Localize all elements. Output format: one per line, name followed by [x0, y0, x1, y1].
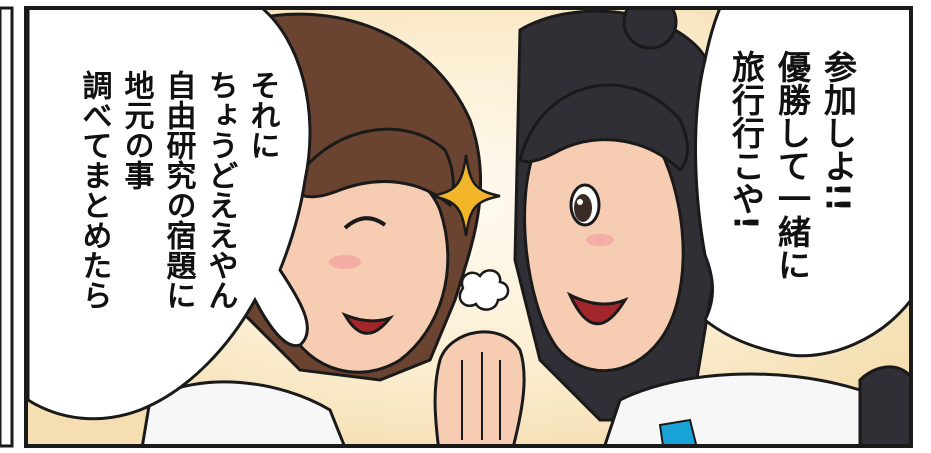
right-girl-face: [523, 119, 685, 373]
left-girl-blush: [329, 255, 361, 269]
right-girl-tie: [658, 418, 698, 446]
left-bubble-line-1: それに: [245, 70, 280, 160]
right-bubble-line-1: 参加しよ!!: [819, 50, 858, 212]
previous-panel-edge: [0, 6, 14, 448]
background-person-hair: [858, 365, 911, 446]
right-girl-hair-bun: [622, 8, 678, 50]
clasped-hands: [433, 330, 526, 446]
left-bubble-line-5: 調べてまとめたら: [77, 70, 113, 310]
right-girl-bangs: [518, 83, 689, 173]
panel-frame: [24, 6, 913, 448]
puff-cloud-icon: [458, 269, 510, 311]
sparkle-icon: [431, 154, 501, 237]
left-speech-bubble: [26, 8, 312, 421]
right-bubble-line-3: 旅行行こや!: [727, 50, 767, 230]
left-bubble-line-4: 地元の事: [119, 70, 155, 190]
right-girl-blush: [586, 234, 614, 246]
right-girl-mouth: [566, 291, 629, 326]
left-girl-mouth: [341, 312, 395, 335]
right-bubble-line-2: 優勝して一緒に: [773, 50, 813, 281]
left-bubble-line-2: ちょうどええやん: [203, 70, 238, 310]
left-girl-eye: [343, 216, 387, 230]
left-bubble-line-3: 自由研究の宿題に: [161, 70, 197, 310]
right-girl-pupil: [574, 194, 592, 222]
right-speech-bubble: [694, 8, 911, 358]
